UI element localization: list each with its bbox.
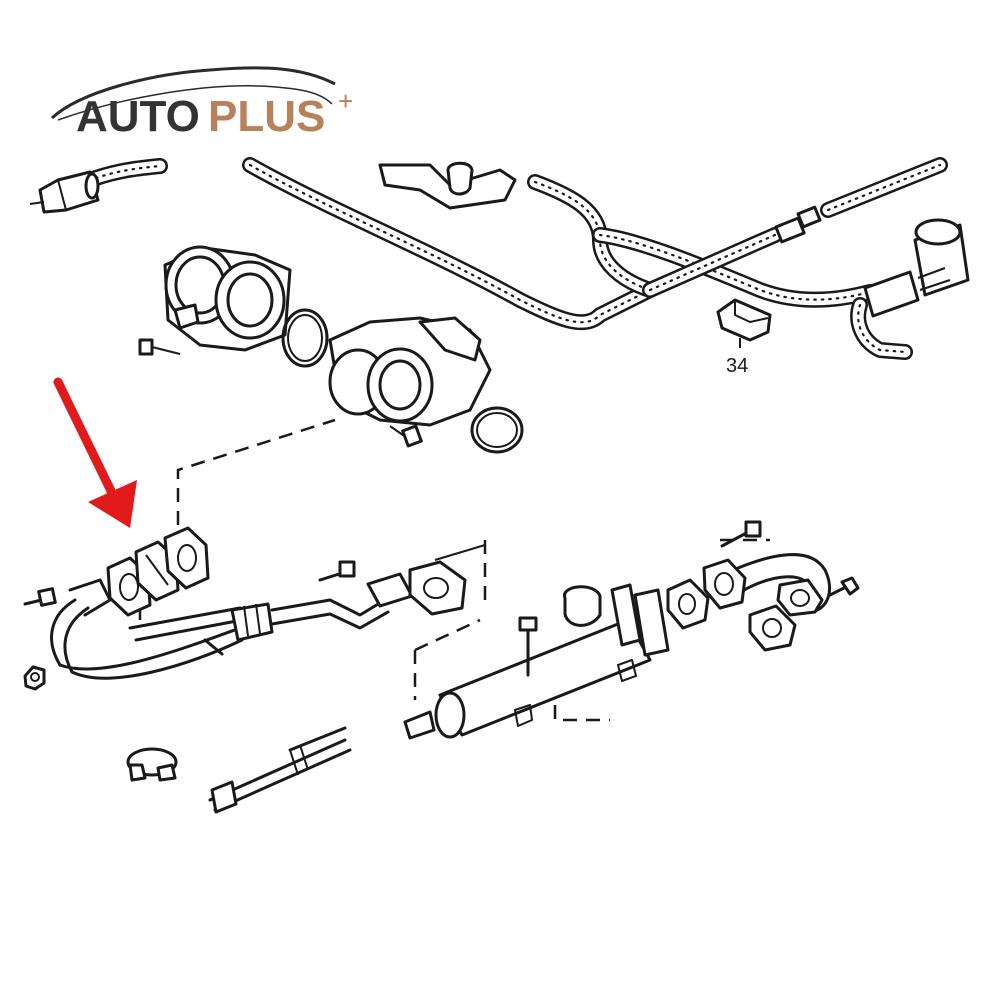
gasket-right-1 <box>666 578 710 630</box>
nut-left-lower <box>23 665 46 691</box>
gasket-right-3 <box>748 604 797 652</box>
assembly-guide-lines <box>138 418 770 722</box>
hose-clamp <box>126 747 178 782</box>
bolt-left-upper <box>23 587 57 607</box>
gasket-3 <box>163 526 210 590</box>
logo-swoosh-inner <box>57 85 333 121</box>
brand-logo: AUTO PLUS + <box>50 66 353 141</box>
vacuum-check-valve <box>29 170 100 214</box>
hose-clip-part-34: 34 <box>716 298 772 377</box>
callout-number-34: 34 <box>726 355 748 377</box>
logo-word-auto: AUTO <box>76 92 200 141</box>
bolt-middle <box>318 560 356 582</box>
arrow-head <box>88 480 137 528</box>
logo-word-plus: PLUS <box>208 92 325 141</box>
logo-plus-mark: + <box>338 86 353 116</box>
red-indicator-arrow <box>53 377 137 528</box>
cable-tie-strip <box>208 726 352 814</box>
egr-pipe-assembly <box>50 572 414 680</box>
gasket-middle <box>408 544 486 616</box>
egr-cooler <box>403 583 670 740</box>
throttle-body <box>138 245 292 356</box>
o-ring-seal-upper <box>281 308 329 368</box>
egr-valve-housing <box>328 316 492 448</box>
pressure-converter-valve <box>863 218 970 318</box>
vacuum-hose-network <box>88 157 948 360</box>
o-ring-seal-lower <box>470 406 524 454</box>
intake-pipe-top <box>378 161 517 210</box>
gasket-right-2 <box>702 558 747 610</box>
hose-connector-top <box>774 205 822 244</box>
bolt-right-top <box>720 520 762 548</box>
arrow-shaft <box>53 377 117 498</box>
egr-pipe-right-elbow <box>736 553 860 617</box>
logo-swoosh <box>50 66 336 120</box>
